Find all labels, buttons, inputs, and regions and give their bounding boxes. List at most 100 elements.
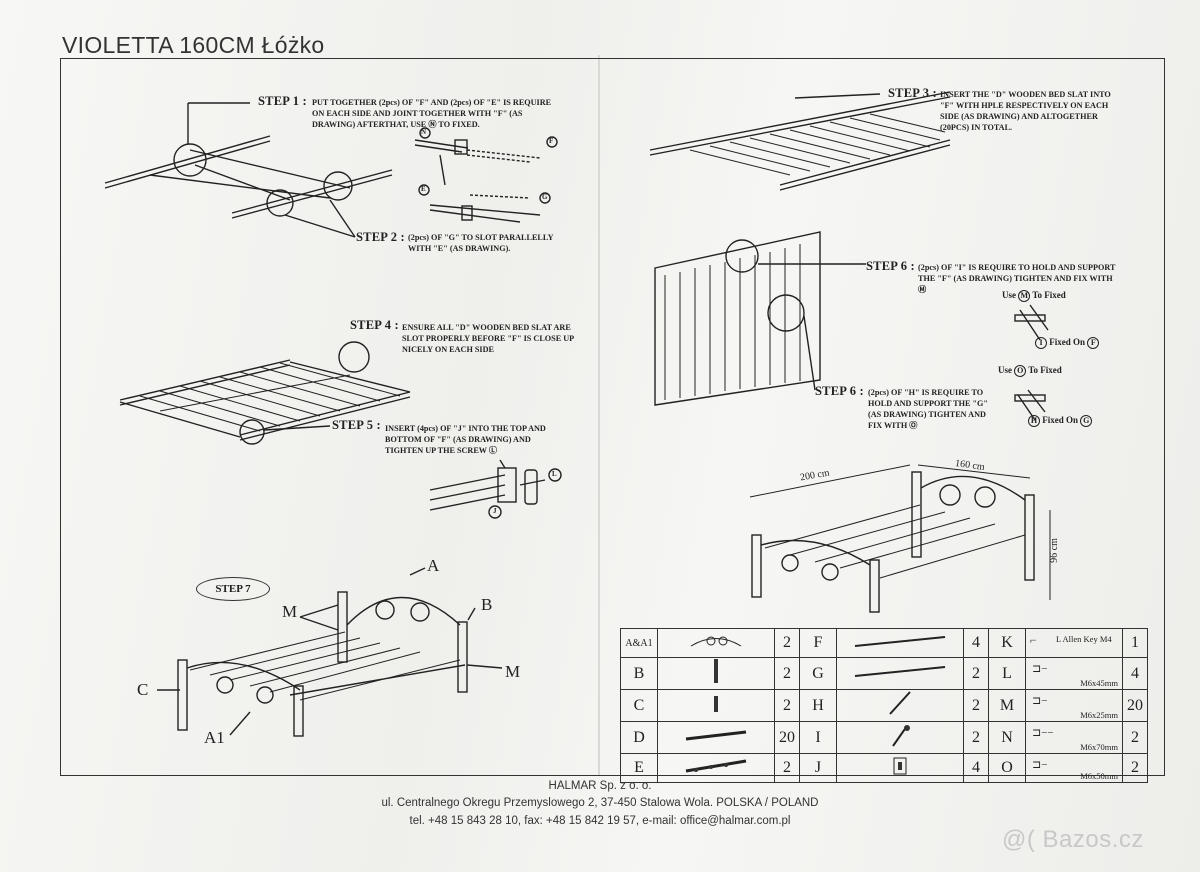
part-image: ⊐−M6x25mm: [1025, 689, 1123, 722]
table-row: A&A1 2 F 4 K ⌐ L Allen Key M4 1: [620, 628, 1148, 658]
part-qty: 20: [1122, 689, 1148, 722]
part-id: H: [799, 689, 837, 722]
step6a-text: (2pcs) OF "I" IS REQUIRE TO HOLD AND SUP…: [918, 263, 1116, 294]
part-image: [657, 721, 775, 754]
step4-label: STEP 4 :: [350, 318, 399, 332]
part-image: [836, 753, 964, 783]
step2-text: (2pcs) OF "G" TO SLOT PARALLELLY WITH "E…: [408, 233, 554, 253]
table-row: E 2 J 4 O ⊐−M6x50mm 2: [620, 753, 1148, 783]
part-qty: 2: [963, 689, 989, 722]
callout-e: E: [421, 185, 426, 193]
part-note: L Allen Key M4: [1056, 634, 1112, 644]
label-m-top: M: [282, 602, 298, 621]
part-image: [836, 657, 964, 690]
footer-contact: tel. +48 15 843 28 10, fax: +48 15 842 1…: [409, 815, 791, 827]
part-image: [836, 689, 964, 722]
part-qty: 2: [774, 689, 800, 722]
step5-text: INSERT (4pcs) OF "J" INTO THE TOP AND BO…: [385, 424, 546, 455]
step2-label: STEP 2 :: [356, 230, 405, 244]
part-image: [836, 628, 964, 658]
part-id: B: [620, 657, 658, 690]
paper-fold: [598, 55, 600, 775]
fixed-on-f: I Fixed On F: [1035, 337, 1100, 349]
use-word-2: Use: [998, 365, 1012, 375]
part-qty: 2: [774, 628, 800, 658]
label-b: B: [481, 595, 493, 614]
fixed-on-g: H Fixed On G: [1028, 415, 1093, 427]
use-word: Use: [1002, 290, 1016, 300]
step6a-label: STEP 6 :: [866, 259, 915, 273]
part-qty: 2: [1122, 721, 1148, 754]
part-image: ⊐− M6x45mm: [1025, 657, 1123, 690]
part-qty: 2: [1122, 753, 1148, 783]
part-id: O: [988, 753, 1026, 783]
footer-company: HALMAR Sp. z o. o.: [548, 780, 652, 792]
step4-bed-drawing: [119, 341, 411, 445]
label-m-right: M: [505, 662, 521, 681]
part-id: C: [620, 689, 658, 722]
part-image: ⊐−M6x50mm: [1025, 753, 1123, 783]
part-image: [836, 721, 964, 754]
callout-g: G: [542, 193, 548, 201]
part-id: A&A1: [620, 628, 658, 658]
m-circle: M: [1018, 290, 1031, 302]
part-id: G: [799, 657, 837, 690]
part-image: [657, 657, 775, 690]
step7-bed-drawing: [157, 567, 503, 737]
use-m-text: Use M To Fixed: [1002, 290, 1066, 302]
part-qty: 2: [774, 657, 800, 690]
f-circle: F: [1087, 337, 1100, 349]
dim-height: 96 cm: [1048, 538, 1060, 563]
part-id: K: [988, 628, 1026, 658]
assembled-bed-drawing: [749, 464, 1051, 613]
step6b-label: STEP 6 :: [815, 384, 864, 398]
step6-details: [1014, 304, 1049, 421]
part-image: [657, 628, 775, 658]
o-circle: O: [1014, 365, 1027, 377]
part-qty: 1: [1122, 628, 1148, 658]
fixed-on-word-2: Fixed On: [1042, 415, 1079, 425]
part-id: E: [620, 753, 658, 783]
g-circle: G: [1080, 415, 1093, 427]
part-image: ⌐ L Allen Key M4: [1025, 628, 1123, 658]
step1-label: STEP 1 :: [258, 94, 307, 108]
bolt-icon: ⊐−−: [1032, 727, 1054, 739]
callout-j: J: [493, 507, 497, 515]
part-id: L: [988, 657, 1026, 690]
part-id: N: [988, 721, 1026, 754]
table-row: D 20 I 2 N ⊐−−M6x70mm 2: [620, 721, 1148, 754]
part-id: F: [799, 628, 837, 658]
part-qty: 2: [774, 753, 800, 783]
allen-key-icon: ⌐: [1030, 633, 1037, 647]
parts-table: A&A1 2 F 4 K ⌐ L Allen Key M4 1 B 2 G 2 L…: [620, 628, 1148, 783]
to-fixed-word: To Fixed: [1032, 290, 1066, 300]
label-c: C: [137, 680, 149, 699]
part-id: J: [799, 753, 837, 783]
step3-slats-drawing: [649, 91, 951, 191]
step3-text: INSERT THE "D" WOODEN BED SLAT INTO "F" …: [940, 90, 1111, 132]
diagram-frame: [60, 58, 1165, 776]
part-qty: 4: [963, 628, 989, 658]
part-qty: 4: [1122, 657, 1148, 690]
part-qty: 20: [774, 721, 800, 754]
step5-label: STEP 5 :: [332, 418, 381, 432]
fixed-on-word: Fixed On: [1049, 337, 1086, 347]
to-fixed-word-2: To Fixed: [1028, 365, 1062, 375]
use-o-text: Use O To Fixed: [998, 365, 1062, 377]
callout-n: N: [421, 128, 427, 136]
part-note: M6x70mm: [1080, 742, 1118, 752]
part-note: M6x45mm: [1080, 678, 1118, 688]
i-circle: I: [1035, 337, 1047, 349]
bolt-icon: ⊐−: [1032, 663, 1048, 675]
part-qty: 2: [963, 657, 989, 690]
step1-frame-drawing: [104, 102, 393, 238]
callout-f: F: [549, 137, 554, 145]
part-id: I: [799, 721, 837, 754]
step6b-text: (2pcs) OF "H" IS REQUIRE TO HOLD AND SUP…: [868, 388, 988, 430]
label-a: A: [427, 556, 440, 575]
footer-address: ul. Centralnego Okregu Przemyslowego 2, …: [381, 797, 819, 809]
page-title: VIOLETTA 160CM Łóżko: [62, 32, 325, 58]
step4-text: ENSURE ALL "D" WOODEN BED SLAT ARE SLOT …: [402, 323, 574, 354]
part-image: [657, 689, 775, 722]
